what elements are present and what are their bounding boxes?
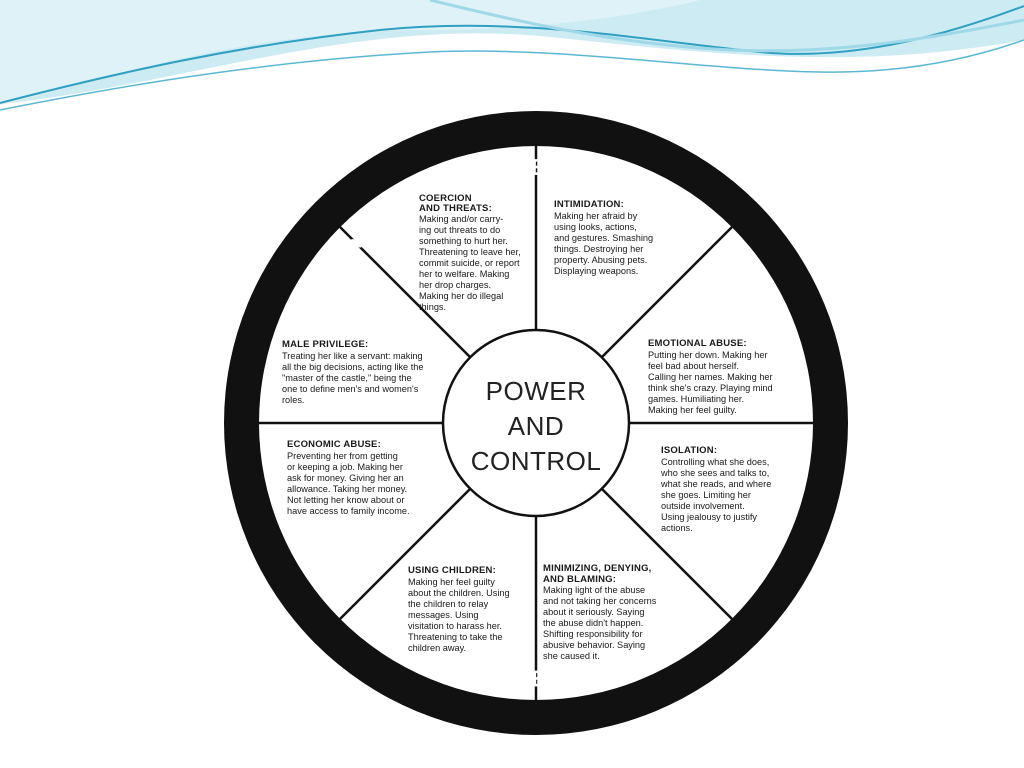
segment-title-line: MALE PRIVILEGE: [282, 339, 368, 350]
segment-body-line: about it seriously. Saying [543, 607, 644, 617]
segment-body-line: her drop charges. [419, 280, 491, 290]
wave-line-mid [0, 39, 1024, 111]
wave-line-dark [0, 5, 1024, 104]
wave-band-light [0, 0, 700, 105]
segment-body-line: Preventing her from getting [287, 451, 398, 461]
segment-emotional-abuse: EMOTIONAL ABUSE: Putting her down. Makin… [648, 338, 773, 415]
segment-body-line: property. Abusing pets. [554, 255, 647, 265]
wheel-spokes [259, 146, 813, 700]
segment-body-line: and not taking her concerns [543, 596, 657, 606]
segment-title-line: EMOTIONAL ABUSE: [648, 338, 747, 349]
wave-line-light [429, 0, 1024, 53]
segment-using-children: USING CHILDREN: Making her feel guilty a… [408, 565, 510, 653]
segment-body-line: have access to family income. [287, 506, 410, 516]
segment-body-line: the abuse didn't happen. [543, 618, 643, 628]
segment-body-line: think she's crazy. Playing mind [648, 383, 773, 393]
segment-isolation: ISOLATION: Controlling what she does, wh… [660, 445, 771, 533]
segment-title-line: COERCION [419, 193, 472, 204]
power-control-wheel: POWER AND CONTROL VIOLENCE physical sexu… [224, 111, 848, 735]
segment-body-line: roles. [282, 395, 304, 405]
segment-body-line: using looks, actions, [554, 222, 637, 232]
segment-body-line: Displaying weapons. [554, 266, 638, 276]
segment-body-line: she caused it. [543, 651, 600, 661]
segment-body-line: or keeping a job. Making her [287, 462, 403, 472]
segment-body-line: Making and/or carry- [419, 214, 503, 224]
segment-economic-abuse: ECONOMIC ABUSE: Preventing her from gett… [287, 439, 410, 516]
segment-body-line: messages. Using [408, 610, 478, 620]
segment-body-line: Making light of the abuse [543, 585, 645, 595]
segment-coercion: COERCION AND THREATS: Making and/or carr… [419, 193, 521, 312]
segment-body-line: who she sees and talks to, [660, 468, 769, 478]
segment-body-line: one to define men's and women's [282, 384, 419, 394]
wheel-hub [441, 328, 631, 518]
segment-title-line: MINIMIZING, DENYING, [543, 563, 652, 574]
segment-intimidation: INTIMIDATION: Making her afraid by using… [554, 199, 653, 276]
segment-title-line: ECONOMIC ABUSE: [287, 439, 381, 450]
segment-body-line: Putting her down. Making her [648, 350, 768, 360]
segment-body-line: outside involvement. [661, 501, 745, 511]
segment-body-line: she goes. Limiting her [661, 490, 751, 500]
segment-title-line: USING CHILDREN: [408, 565, 496, 576]
segment-body-line: about the children. Using [408, 588, 510, 598]
segment-body-line: Making her afraid by [554, 211, 638, 221]
segment-body-line: Threatening to take the [408, 632, 503, 642]
segment-body-line: Making her do illegal [419, 291, 503, 301]
segment-minimizing-denying-blaming: MINIMIZING, DENYING, AND BLAMING: Making… [543, 563, 657, 661]
segment-male-privilege: MALE PRIVILEGE: Treating her like a serv… [282, 339, 423, 405]
segment-body-line: ing out threats to do [419, 225, 500, 235]
segment-body-line: what she reads, and where [660, 479, 771, 489]
segment-body-line: "master of the castle," being the [282, 373, 412, 383]
segment-body-line: Not letting her know about or [287, 495, 404, 505]
center-line-control: CONTROL [471, 446, 602, 476]
segment-body-line: children away. [408, 643, 466, 653]
segment-body-line: something to hurt her. [419, 236, 508, 246]
segment-body-line: things. Destroying her [554, 244, 643, 254]
segment-body-line: things. [419, 302, 446, 312]
segment-title-line: AND THREATS: [419, 203, 492, 214]
segment-body-line: and gestures. Smashing [554, 233, 653, 243]
segment-body-line: games. Humiliating her. [648, 394, 744, 404]
segment-body-line: actions. [661, 523, 693, 533]
segment-body-line: the children to relay [408, 599, 489, 609]
center-line-and: AND [508, 411, 564, 441]
segment-body-line: her to welfare. Making [419, 269, 509, 279]
segment-body-line: ask for money. Giving her an [287, 473, 404, 483]
segment-body-line: Using jealousy to justify [661, 512, 757, 522]
segment-body-line: feel bad about herself. [648, 361, 739, 371]
center-line-power: POWER [486, 376, 587, 406]
segment-title-line: ISOLATION: [661, 445, 717, 456]
segment-body-line: Calling her names. Making her [648, 372, 773, 382]
segment-title-line: AND BLAMING: [543, 574, 616, 585]
segment-body-line: visitation to harass her. [408, 621, 502, 631]
segment-body-line: all the big decisions, acting like the [282, 362, 423, 372]
segment-body-line: Making her feel guilty. [648, 405, 737, 415]
segment-body-line: abusive behavior. Saying [543, 640, 645, 650]
segment-title-line: INTIMIDATION: [554, 199, 624, 210]
segment-body-line: Shifting responsibility for [543, 629, 643, 639]
segment-body-line: commit suicide, or report [419, 258, 520, 268]
segment-body-line: allowance. Taking her money. [287, 484, 407, 494]
segment-body-line: Threatening to leave her, [419, 247, 521, 257]
segment-body-line: Treating her like a servant: making [282, 351, 423, 361]
segment-body-line: Controlling what she does, [661, 457, 769, 467]
segment-body-line: Making her feel guilty [408, 577, 495, 587]
